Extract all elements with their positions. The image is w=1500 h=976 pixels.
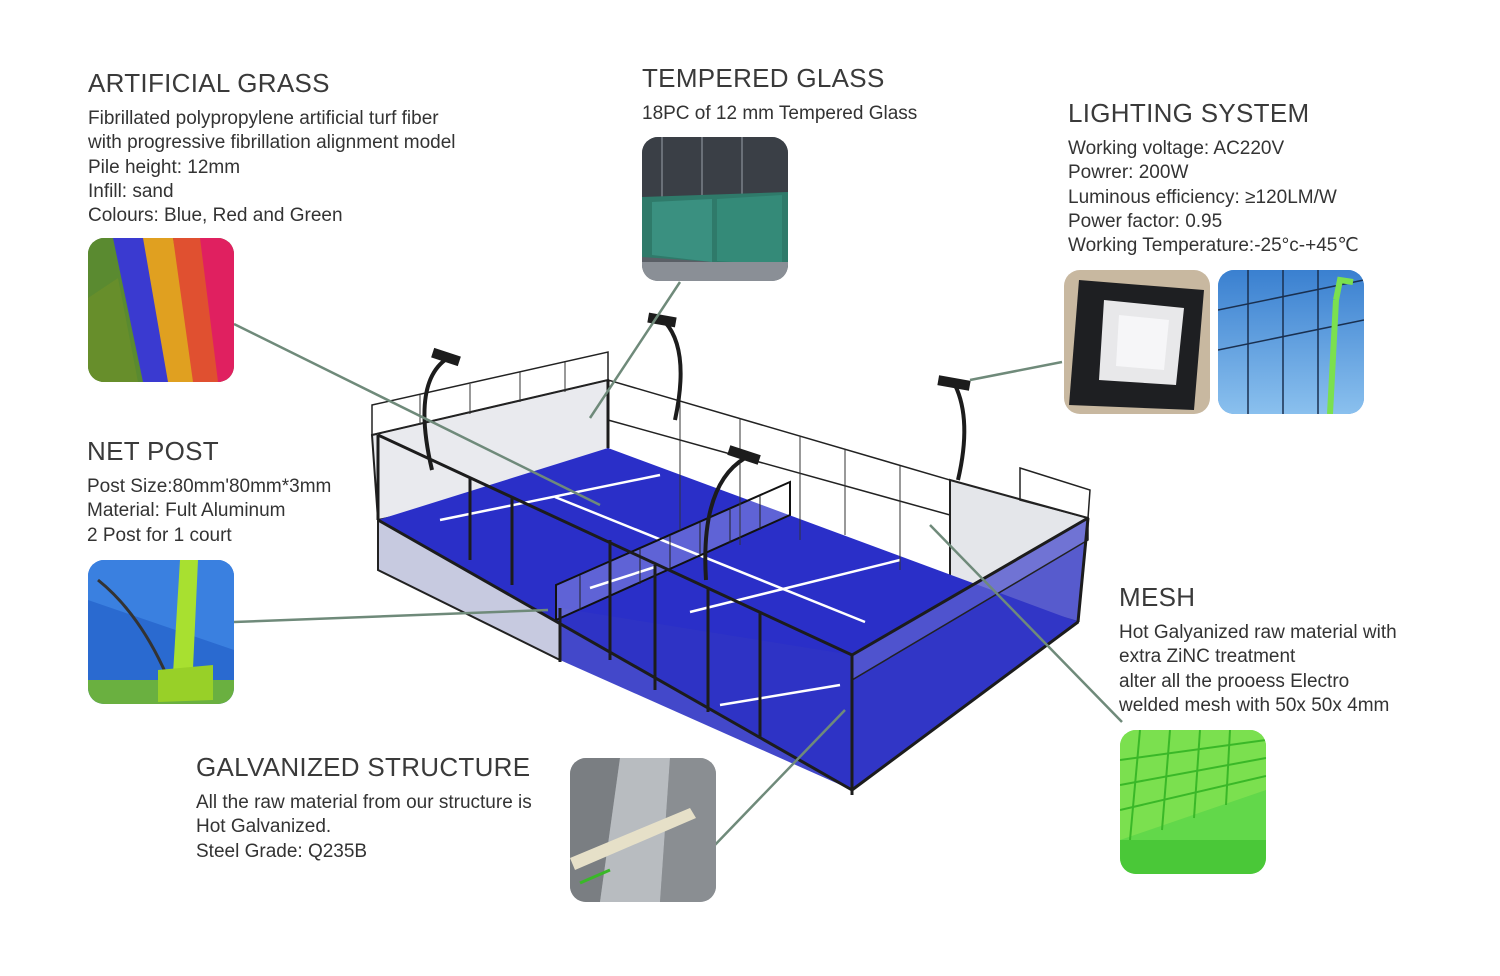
leader-mesh xyxy=(929,524,1123,723)
mesh-line: extra ZiNC treatment xyxy=(1119,646,1296,668)
mesh-title: MESH xyxy=(1119,582,1196,612)
lighting-system-line: Working Temperature:-25°c-+45℃ xyxy=(1068,235,1359,257)
net-post-block: NET POST Post Size:80mm'80mm*3mm Materia… xyxy=(87,436,331,548)
artificial-grass-line: Colours: Blue, Red and Green xyxy=(88,205,343,227)
net-post-photo xyxy=(88,560,234,704)
mesh-line: welded mesh with 50x 50x 4mm xyxy=(1119,694,1390,716)
artificial-grass-line: Pile height: 12mm xyxy=(88,156,241,178)
artificial-grass-photo xyxy=(88,238,234,382)
court-lines xyxy=(439,473,901,707)
leader-lines xyxy=(233,281,1123,849)
net-post-line: Material: Fult Aluminum xyxy=(87,500,286,522)
tempered-glass-photo xyxy=(642,137,788,281)
leader-artificial-grass xyxy=(233,322,601,507)
galvanized-structure-block: GALVANIZED STRUCTURE All the raw materia… xyxy=(196,752,532,864)
tempered-glass-title: TEMPERED GLASS xyxy=(642,63,885,93)
galvanized-structure-line: All the raw material from our structure … xyxy=(196,792,532,813)
court-net xyxy=(555,480,791,622)
lighting-system-line: Powrer: 200W xyxy=(1068,162,1189,184)
net-post-line: 2 Post for 1 court xyxy=(87,524,232,546)
right-court-wall xyxy=(852,518,1088,790)
leader-galvanized-structure xyxy=(711,709,846,849)
tempered-glass-block: TEMPERED GLASS 18PC of 12 mm Tempered Gl… xyxy=(642,63,917,126)
steel-frame xyxy=(376,380,1090,795)
lighting-system-line: Luminous efficiency: ≥120LM/W xyxy=(1068,186,1337,208)
mesh-photo xyxy=(1120,730,1266,874)
mesh-line: alter all the prooess Electro xyxy=(1119,670,1350,692)
artificial-grass-block: ARTIFICIAL GRASS Fibrillated polypropyle… xyxy=(88,68,456,228)
galvanized-structure-line: Steel Grade: Q235B xyxy=(196,840,368,862)
net-post-title: NET POST xyxy=(87,436,219,466)
tempered-glass-line: 18PC of 12 mm Tempered Glass xyxy=(642,103,918,124)
mesh-block: MESH Hot Galyanized raw material with ex… xyxy=(1119,582,1397,718)
leader-lighting-system xyxy=(969,360,1063,382)
light-pole-photo xyxy=(1218,270,1364,414)
leader-tempered-glass xyxy=(588,281,682,419)
mesh-line: Hot Galyanized raw material with xyxy=(1119,622,1397,643)
galvanized-structure-photo xyxy=(570,758,716,902)
galvanized-structure-line: Hot Galvanized. xyxy=(196,816,332,838)
front-court-wall xyxy=(560,608,852,790)
leader-net-post xyxy=(233,608,549,624)
artificial-grass-line: with progressive fibrillation alignment … xyxy=(88,132,456,154)
lighting-system-block: LIGHTING SYSTEM Working voltage: AC220V … xyxy=(1068,98,1359,258)
artificial-grass-line: Infill: sand xyxy=(88,180,174,202)
floodlight-photo xyxy=(1064,270,1210,414)
light-poles xyxy=(422,320,967,581)
lighting-system-line: Power factor: 0.95 xyxy=(1068,210,1223,232)
lighting-system-line: Working voltage: AC220V xyxy=(1068,138,1285,159)
net-post-line: Post Size:80mm'80mm*3mm xyxy=(87,476,332,497)
lighting-system-title: LIGHTING SYSTEM xyxy=(1068,98,1310,128)
galvanized-structure-title: GALVANIZED STRUCTURE xyxy=(196,752,531,782)
artificial-grass-line: Fibrillated polypropylene artificial tur… xyxy=(88,108,439,129)
artificial-grass-title: ARTIFICIAL GRASS xyxy=(88,68,330,98)
